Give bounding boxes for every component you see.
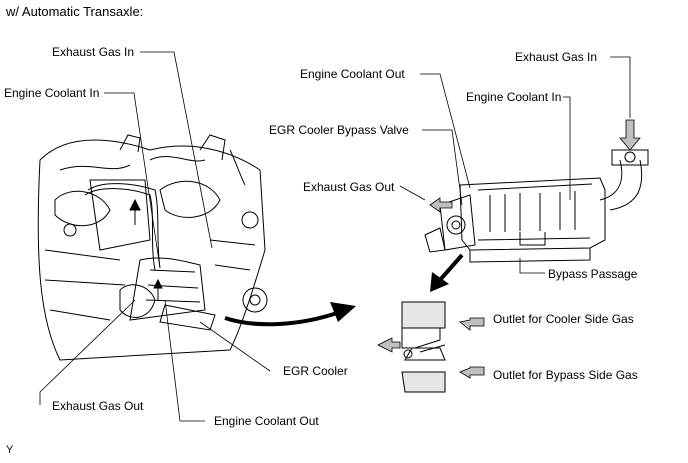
label-detail-engine-coolant-in: Engine Coolant In [466, 90, 562, 104]
label-detail-exhaust-gas-in: Exhaust Gas In [515, 50, 598, 64]
label-egr-cooler-bypass-valve: EGR Cooler Bypass Valve [269, 123, 409, 137]
page-header: w/ Automatic Transaxle: [6, 4, 144, 19]
label-detail-exhaust-gas-out: Exhaust Gas Out [303, 180, 395, 194]
label-engine-exhaust-gas-in: Exhaust Gas In [52, 45, 135, 59]
label-egr-cooler: EGR Cooler [283, 364, 348, 378]
label-engine-coolant-in: Engine Coolant In [4, 86, 100, 100]
label-outlet-cooler-side: Outlet for Cooler Side Gas [493, 312, 634, 326]
label-outlet-bypass-side: Outlet for Bypass Side Gas [493, 368, 638, 382]
label-detail-engine-coolant-out: Engine Coolant Out [300, 67, 405, 81]
label-engine-exhaust-gas-out: Exhaust Gas Out [52, 399, 144, 413]
label-engine-coolant-out: Engine Coolant Out [214, 414, 319, 428]
label-bypass-passage: Bypass Passage [548, 267, 638, 281]
figure-code: Y [6, 444, 14, 456]
